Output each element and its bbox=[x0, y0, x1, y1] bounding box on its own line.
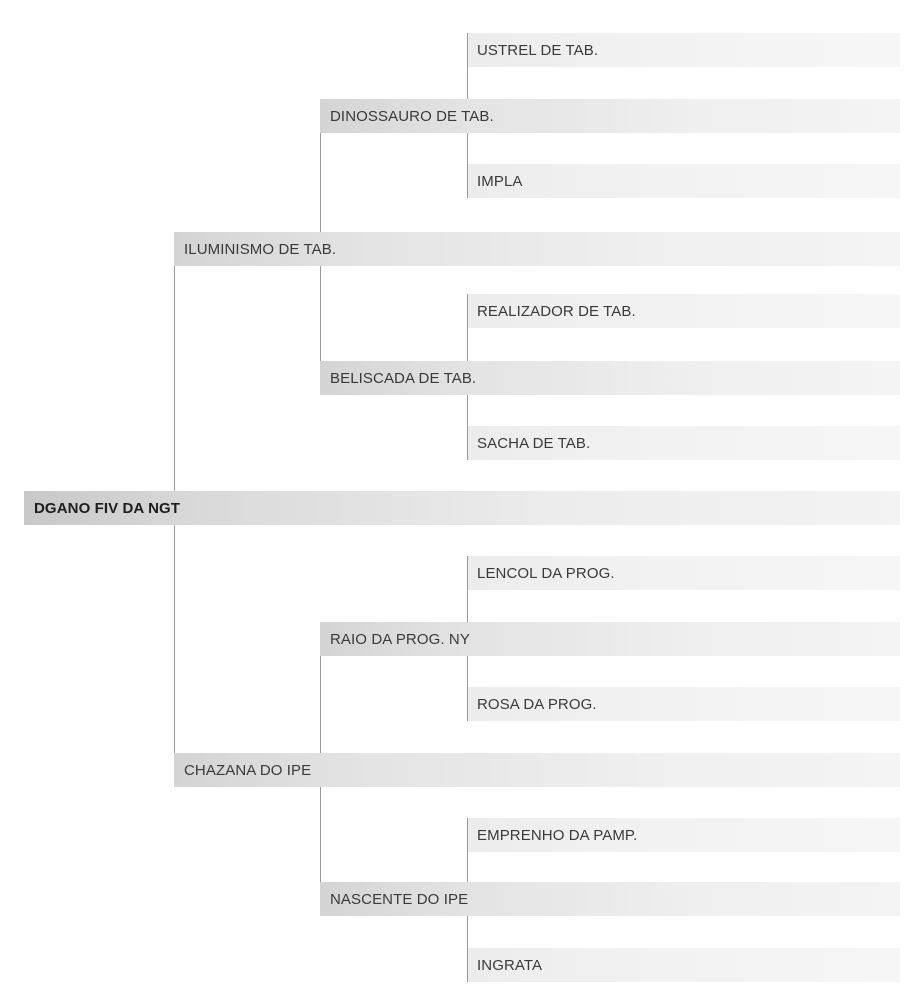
pedigree-maternal-grandsire: RAIO DA PROG. NY bbox=[320, 622, 900, 656]
connector-line bbox=[320, 787, 321, 882]
node-label: RAIO DA PROG. NY bbox=[330, 630, 470, 648]
connector-line bbox=[467, 556, 468, 622]
node-label: BELISCADA DE TAB. bbox=[330, 369, 477, 387]
connector-line bbox=[467, 916, 468, 982]
pedigree-ancestor-5: LENCOL DA PROG. bbox=[467, 556, 900, 590]
pedigree-sire: ILUMINISMO DE TAB. bbox=[174, 232, 900, 266]
connector-line bbox=[174, 266, 175, 491]
connector-line bbox=[320, 656, 321, 753]
node-label: REALIZADOR DE TAB. bbox=[477, 302, 636, 320]
pedigree-ancestor-6: ROSA DA PROG. bbox=[467, 687, 900, 721]
connector-line bbox=[467, 133, 468, 198]
pedigree-ancestor-4: SACHA DE TAB. bbox=[467, 426, 900, 460]
pedigree-root: DGANO FIV DA NGT bbox=[24, 491, 900, 525]
connector-line bbox=[467, 818, 468, 882]
connector-line bbox=[320, 266, 321, 361]
node-label: EMPRENHO DA PAMP. bbox=[477, 826, 638, 844]
pedigree-ancestor-7: EMPRENHO DA PAMP. bbox=[467, 818, 900, 852]
pedigree-ancestor-3: REALIZADOR DE TAB. bbox=[467, 294, 900, 328]
connector-line bbox=[467, 395, 468, 460]
pedigree-paternal-grandsire: DINOSSAURO DE TAB. bbox=[320, 99, 900, 133]
pedigree-maternal-granddam: NASCENTE DO IPE bbox=[320, 882, 900, 916]
connector-line bbox=[467, 33, 468, 99]
connector-line bbox=[467, 294, 468, 361]
pedigree-ancestor-1: USTREL DE TAB. bbox=[467, 33, 900, 67]
pedigree-dam: CHAZANA DO IPE bbox=[174, 753, 900, 787]
node-label: DINOSSAURO DE TAB. bbox=[330, 107, 494, 125]
node-label: DGANO FIV DA NGT bbox=[34, 499, 181, 517]
connector-line bbox=[467, 656, 468, 721]
pedigree-ancestor-2: IMPLA bbox=[467, 164, 900, 198]
node-label: IMPLA bbox=[477, 172, 523, 190]
node-label: NASCENTE DO IPE bbox=[330, 890, 469, 908]
node-label: INGRATA bbox=[477, 956, 543, 974]
node-label: ILUMINISMO DE TAB. bbox=[184, 240, 337, 258]
pedigree-paternal-granddam: BELISCADA DE TAB. bbox=[320, 361, 900, 395]
connector-line bbox=[174, 525, 175, 753]
connector-line bbox=[320, 133, 321, 232]
node-label: ROSA DA PROG. bbox=[477, 695, 597, 713]
node-label: CHAZANA DO IPE bbox=[184, 761, 312, 779]
pedigree-ancestor-8: INGRATA bbox=[467, 948, 900, 982]
node-label: LENCOL DA PROG. bbox=[477, 564, 615, 582]
node-label: USTREL DE TAB. bbox=[477, 41, 599, 59]
node-label: SACHA DE TAB. bbox=[477, 434, 591, 452]
